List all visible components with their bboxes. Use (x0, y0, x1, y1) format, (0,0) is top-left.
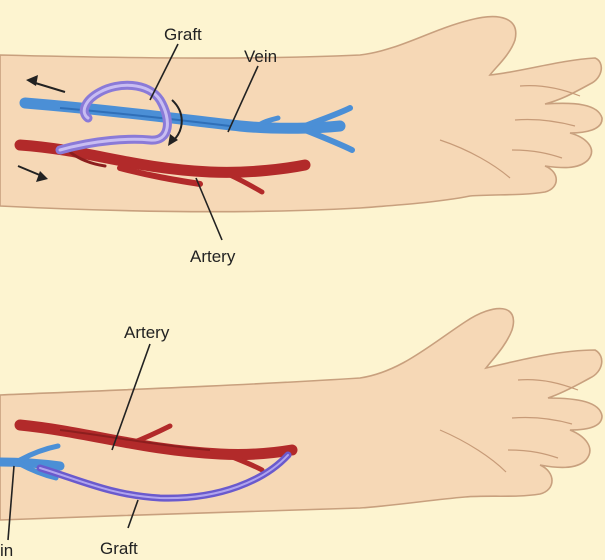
vein-label-bottom: in (0, 541, 13, 560)
artery-label-bottom: Artery (124, 323, 170, 342)
graft-label-bottom: Graft (100, 539, 138, 558)
artery-label-top: Artery (190, 247, 236, 266)
graft-label-top: Graft (164, 25, 202, 44)
vein-label-top: Vein (244, 47, 277, 66)
